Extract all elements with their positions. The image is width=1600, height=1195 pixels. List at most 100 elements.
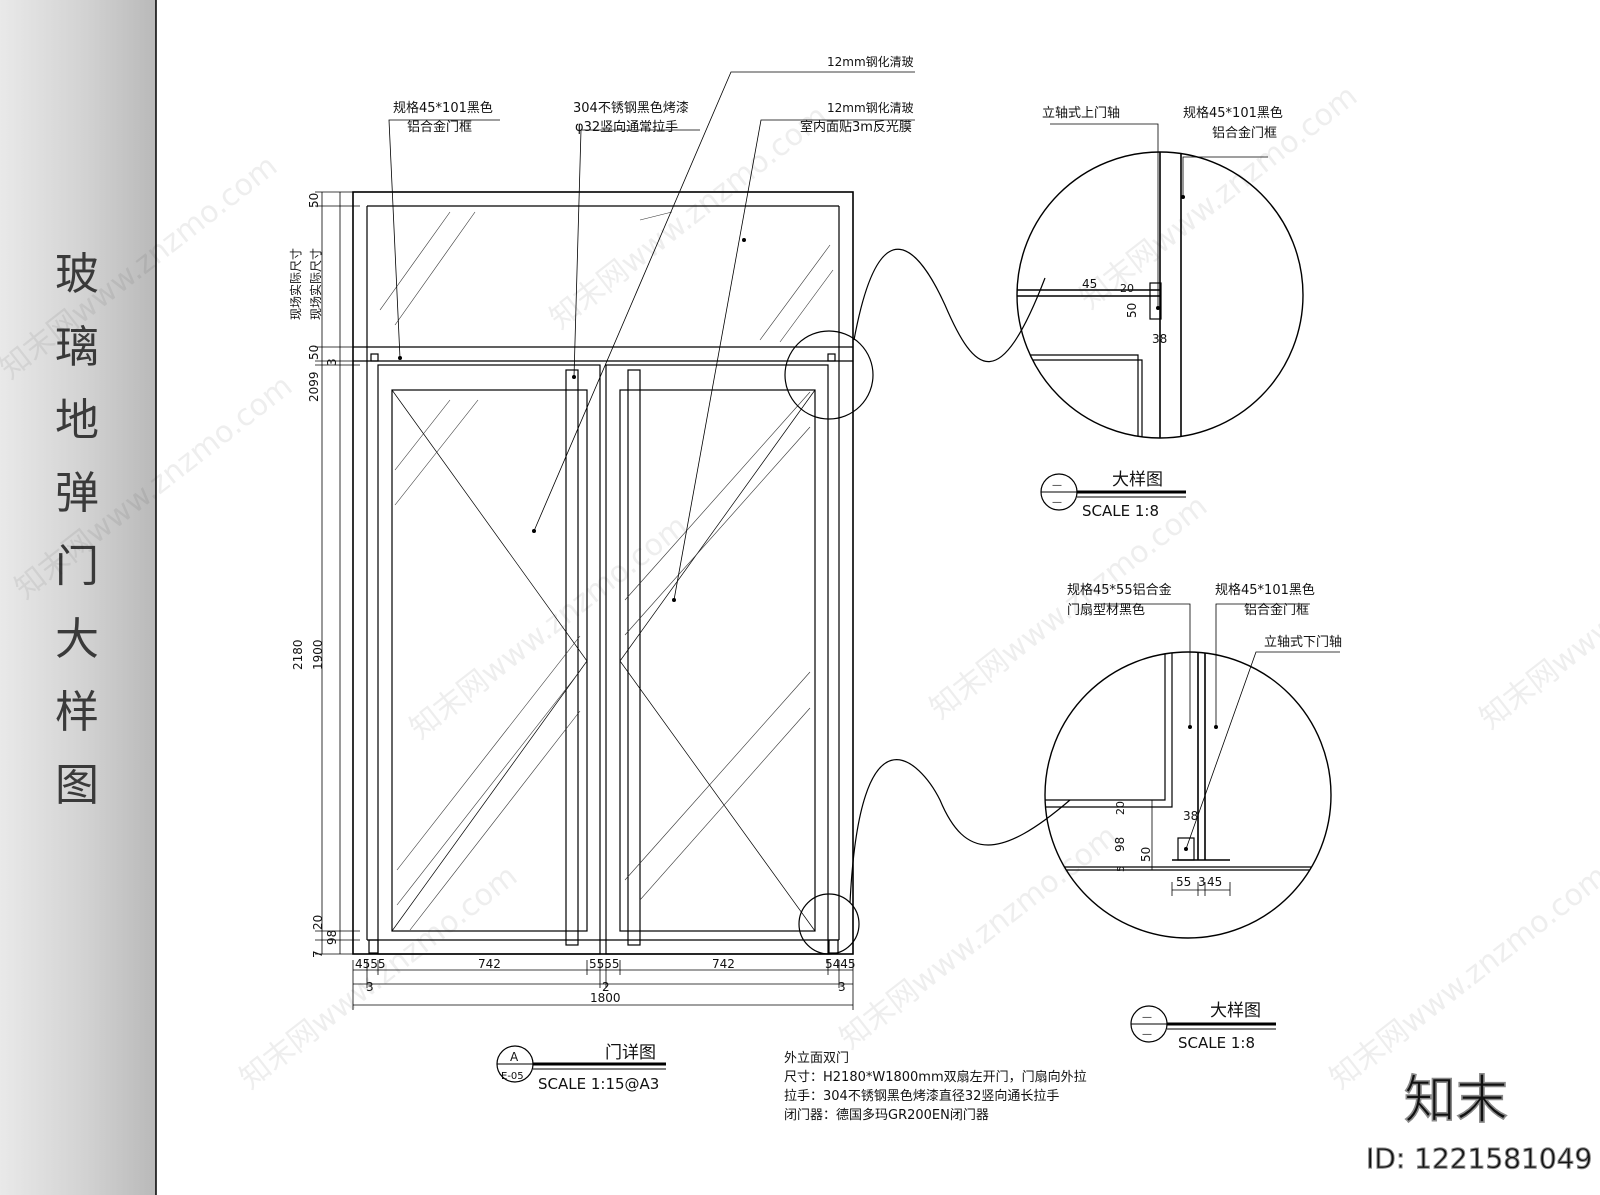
tag-bottom: — [1052, 497, 1062, 508]
left-dimension-text: 50 50 3 2099 2180 1900 20 98 7 [291, 193, 339, 958]
tag-bottom: — [1142, 1029, 1152, 1040]
note-leaf-2: 门扇型材黑色 [1067, 602, 1145, 618]
dim-text: 38 [1183, 809, 1198, 823]
tag-scale: SCALE 1:8 [1178, 1034, 1255, 1052]
note-handle-spec-1: 304不锈钢黑色烤漆 [573, 100, 689, 116]
watermark-text: 知末网www.znzmo.com [233, 858, 524, 1096]
door-elevation [352, 71, 1071, 955]
watermark-text: 知末网www.znzmo.com [1473, 498, 1600, 736]
dim-text: 4555 [355, 957, 386, 971]
dim-text: 5 [1116, 866, 1127, 872]
tag-name: 大样图 [1112, 470, 1163, 490]
note-leaf-1: 规格45*55铝合金 [1067, 582, 1172, 598]
note-glass-film-1: 12mm钢化清玻 [827, 101, 914, 115]
detail-bottom: 38 20 98 50 5 55 3 45 规格45*55铝合金 门扇型材黑色 … [1044, 582, 1342, 939]
brand-mark: 知末 ID: 1221581049 [1366, 1070, 1593, 1175]
note-glass-top: 12mm钢化清玻 [827, 55, 914, 69]
note-frame-spec-2: 铝合金门框 [407, 119, 472, 135]
dim-text: 50 [1125, 303, 1139, 318]
dim-text: 38 [1152, 332, 1167, 346]
note-handle-spec-2: φ32竖向通常拉手 [575, 119, 678, 135]
site-size-labels: 现场实际尺寸 现场实际尺寸 [288, 248, 323, 320]
dim-text: 45 [1082, 277, 1097, 291]
dim-text: 3 [325, 358, 339, 366]
watermark-text: 知末网www.znzmo.com [8, 368, 299, 606]
pivot-block [828, 939, 839, 954]
dim-text: 98 [325, 930, 339, 945]
dim-text: 5445 [825, 957, 856, 971]
right-door-leaf [605, 364, 829, 955]
bottom-dimension-lines [352, 960, 854, 1010]
spec-line: 外立面双门 [784, 1051, 849, 1066]
tag-top: — [1052, 480, 1062, 491]
site-size-label: 现场实际尺寸 [308, 248, 323, 320]
dim-text: 45 [1207, 875, 1222, 889]
dim-text: 1800 [590, 991, 621, 1005]
detail-callout-top [784, 330, 874, 420]
detail-circle [1044, 651, 1332, 939]
note-frame-1: 规格45*101黑色 [1183, 105, 1283, 121]
watermark-layer: 知末网www.znzmo.com 知末网www.znzmo.com 知末网www… [0, 78, 1600, 1096]
spec-notes: 外立面双门 尺寸：H2180*W1800mm双扇左开门，门扇向外拉 拉手：304… [784, 1051, 1087, 1123]
dim-text: 742 [712, 957, 735, 971]
brand-id: ID: 1221581049 [1366, 1142, 1592, 1175]
dim-text: 7 [311, 950, 325, 958]
sidebar-panel: 玻璃地弹门大样图 [0, 0, 156, 1195]
note-pivot-top: 立轴式上门轴 [1042, 106, 1120, 121]
dim-text: 3 [366, 980, 374, 994]
dim-text: 5555 [589, 957, 620, 971]
tag-top: — [1142, 1012, 1152, 1023]
callout-link-top [853, 248, 1046, 363]
brand-logo: 知末 [1404, 1071, 1508, 1131]
pivot-block [827, 353, 836, 362]
detail-bottom-tag: — — 大样图 SCALE 1:8 [1130, 1001, 1276, 1052]
dim-text: 742 [478, 957, 501, 971]
detail-top-tag: — — 大样图 SCALE 1:8 [1040, 470, 1186, 520]
detail-callout-bottom [798, 893, 860, 955]
opening-swing-lines [391, 389, 816, 932]
tag-scale: SCALE 1:8 [1082, 502, 1159, 520]
watermark-text: 知末网www.znzmo.com [0, 148, 284, 386]
dim-text: 2 [602, 980, 610, 994]
dim-text: 3 [838, 980, 846, 994]
pivot-block [368, 939, 379, 954]
swing-line [619, 389, 816, 932]
glass-hatch [379, 211, 834, 931]
swing-line [391, 389, 588, 932]
spec-line: 尺寸：H2180*W1800mm双扇左开门，门扇向外拉 [784, 1069, 1087, 1085]
sheet-title: 玻璃地弹门大样图 [55, 249, 99, 811]
left-dimension-lines [315, 191, 360, 955]
detail-top: 45 20 50 38 立轴式上门轴 规格45*101黑色 铝合金门框 [1016, 105, 1304, 439]
left-pull-handle [565, 369, 579, 946]
tag-name: 门详图 [605, 1043, 656, 1063]
bottom-dimension-text: 4555 742 5555 742 5445 3 2 3 1800 [355, 957, 856, 1005]
dim-text: 1900 [311, 639, 325, 670]
note-glass-film-2: 室内面贴3m反光膜 [800, 119, 912, 135]
tag-name: 大样图 [1210, 1001, 1261, 1021]
outer-frame [352, 191, 854, 955]
note-pivot-bottom: 立轴式下门轴 [1264, 635, 1342, 650]
watermark-text: 知末网www.znzmo.com [1323, 858, 1600, 1096]
dim-text: 20 [311, 915, 325, 930]
tag-scale: SCALE 1:15@A3 [538, 1075, 659, 1093]
dim-text: 20 [1120, 282, 1134, 295]
spec-line: 拉手：304不锈钢黑色烤漆直径32竖向通长拉手 [784, 1088, 1059, 1104]
pivot-block [370, 353, 379, 362]
dim-text: 98 [1113, 837, 1127, 852]
right-pull-handle [627, 369, 641, 946]
elevation-notes: 规格45*101黑色 铝合金门框 304不锈钢黑色烤漆 φ32竖向通常拉手 12… [393, 55, 914, 135]
tag-letter: A [510, 1050, 519, 1064]
spec-line: 闭门器：德国多玛GR200EN闭门器 [784, 1107, 989, 1123]
dim-text: 2180 [291, 639, 305, 670]
note-frame-1: 规格45*101黑色 [1215, 582, 1315, 598]
note-frame-2: 铝合金门框 [1244, 602, 1309, 618]
watermark-text: 知末网www.znzmo.com [833, 818, 1124, 1056]
note-frame-spec-1: 规格45*101黑色 [393, 100, 493, 116]
dim-text: 20 [1114, 801, 1127, 815]
left-door-leaf [377, 364, 601, 955]
dim-text: 55 [1176, 875, 1191, 889]
leader-lines [388, 71, 915, 601]
dim-text: 50 [1139, 847, 1153, 862]
callout-link-bottom [849, 759, 1071, 904]
